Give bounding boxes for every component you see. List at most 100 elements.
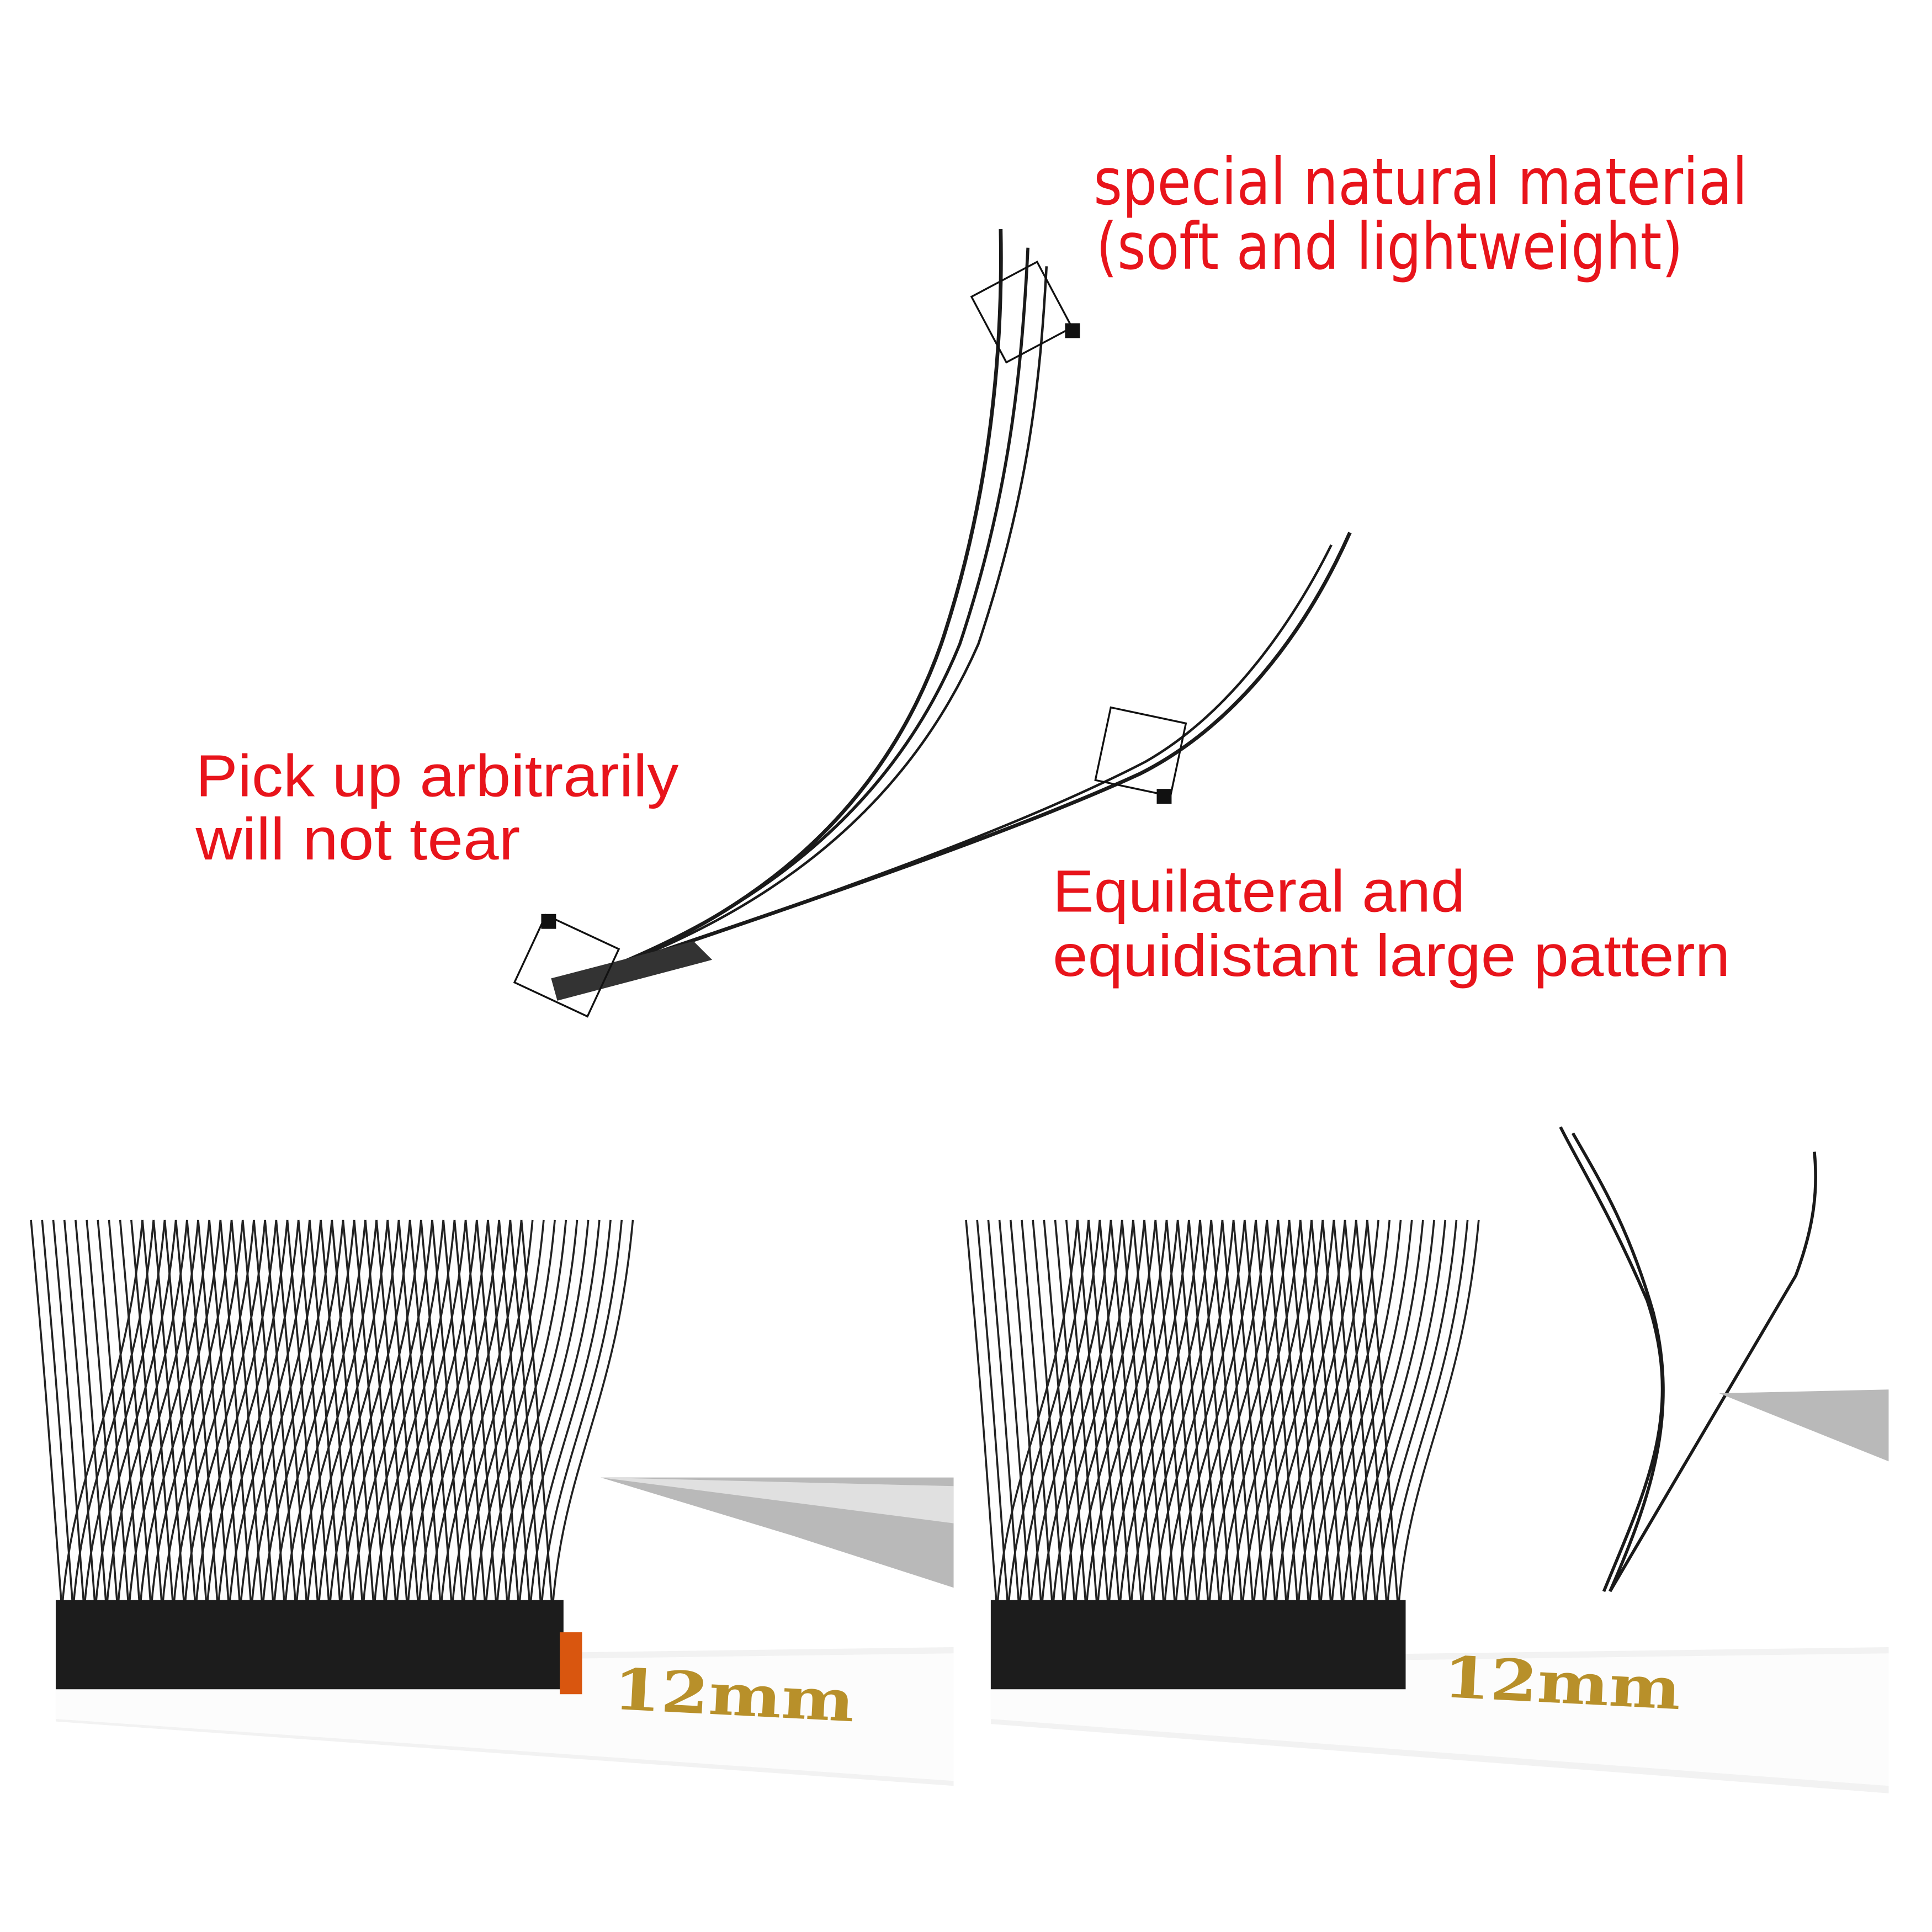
lash-strand (562, 247, 1029, 986)
lash-strand (309, 1219, 342, 1610)
lash-strand (353, 1219, 386, 1610)
lash-strand (197, 1219, 230, 1610)
lash-strand (1244, 1219, 1277, 1610)
lash-strand (130, 1219, 163, 1610)
lash-strand (375, 1219, 408, 1610)
lash-row-right (965, 1219, 1480, 1610)
lash-strand (408, 1219, 442, 1610)
lash-strand (1065, 1219, 1098, 1610)
lash-strand (230, 1219, 264, 1610)
lash-strand (386, 1219, 420, 1610)
lash-strand (987, 1219, 1021, 1610)
tweezers-right (1719, 1389, 1889, 1462)
lash-strand (185, 1219, 219, 1610)
lash-strand (1321, 1219, 1355, 1610)
length-label-right: 12mm (1442, 1644, 1683, 1723)
lash-strand (1043, 1219, 1076, 1610)
lash-strand (453, 1219, 487, 1610)
lash-strand (320, 1219, 353, 1610)
lash-strand (297, 1219, 331, 1610)
caption-material-line2: (soft and lightweight) (1096, 209, 1683, 284)
lash-strand (364, 1219, 397, 1610)
right-lash-tray-photo: 12mm (965, 1126, 1889, 1793)
lash-strand (1255, 1219, 1288, 1610)
lash-strand (241, 1219, 275, 1610)
lash-strand (464, 1219, 498, 1610)
lash-strand (509, 1219, 543, 1610)
caption-pickup-line1: Pick up arbitrarily (195, 743, 678, 809)
lash-strand (563, 544, 1333, 986)
lash-strand (563, 266, 1048, 986)
lash-strand (475, 1219, 509, 1610)
lash-strand (1154, 1219, 1188, 1610)
lash-strand (420, 1219, 453, 1610)
lash-strand (1266, 1219, 1299, 1610)
lash-strand (174, 1219, 208, 1610)
lash-strand (1221, 1219, 1255, 1610)
caption-pickup-line2: will not tear (195, 806, 520, 872)
lash-strand (253, 1219, 286, 1610)
lash-strand (1199, 1219, 1232, 1610)
lash-strand (431, 1219, 464, 1610)
lash-strand (342, 1219, 375, 1610)
lash-strand (1277, 1219, 1310, 1610)
lash-strand (1288, 1219, 1321, 1610)
lash-strand (1210, 1219, 1244, 1610)
lash-strip-end-left (560, 1632, 582, 1695)
lash-strand (1009, 1219, 1043, 1610)
lash-strand (1344, 1219, 1377, 1610)
lash-strand (108, 1219, 141, 1610)
lash-strand (520, 1219, 554, 1610)
lash-strand (163, 1219, 197, 1610)
length-label-left: 12mm (612, 1656, 856, 1735)
lash-strand (498, 1219, 532, 1610)
lash-strand (86, 1219, 119, 1610)
lash-strand (275, 1219, 309, 1610)
lash-strand (965, 1219, 998, 1610)
lash-strand (1188, 1219, 1221, 1610)
lash-strand (1310, 1219, 1344, 1610)
lash-strand (41, 1219, 75, 1610)
lash-strip-left (55, 1600, 564, 1690)
lash-strand (1232, 1219, 1266, 1610)
lash-strand (30, 1219, 63, 1610)
lash-strand (1333, 1219, 1366, 1610)
lash-strand (331, 1219, 364, 1610)
lash-strand (152, 1219, 186, 1610)
callout-box-tip (970, 261, 1080, 364)
lash-strand (1143, 1219, 1176, 1610)
lash-strand (63, 1219, 97, 1610)
lash-strand (1165, 1219, 1199, 1610)
caption-material-line1: special natural material (1094, 145, 1748, 220)
single-lash-fan (551, 229, 1352, 1001)
lash-strand (487, 1219, 520, 1610)
lash-strand (1121, 1219, 1154, 1610)
lash-strand (208, 1219, 242, 1610)
lash-strand (1087, 1219, 1121, 1610)
picked-lash-fan (1559, 1126, 1817, 1593)
caption-pattern-line1: Equilateral and (1053, 858, 1465, 924)
lash-strand (264, 1219, 298, 1610)
lash-strip-right (990, 1600, 1406, 1690)
lash-strand (442, 1219, 476, 1610)
lash-strand (286, 1219, 320, 1610)
lash-base (551, 941, 713, 1001)
lash-strand (1054, 1219, 1087, 1610)
lash-strand (52, 1219, 86, 1610)
lash-strand (1355, 1219, 1388, 1610)
lash-row-left (30, 1219, 634, 1610)
lash-strand (119, 1219, 152, 1610)
lash-strand (1299, 1219, 1333, 1610)
lash-strand (97, 1219, 130, 1610)
lash-strand (551, 1219, 634, 1610)
callout-box-base (513, 914, 620, 1018)
lash-strand (219, 1219, 253, 1610)
lash-strand (976, 1219, 1010, 1610)
lash-strand (1076, 1219, 1110, 1610)
lash-strand (1021, 1219, 1054, 1610)
lash-strand (1110, 1219, 1143, 1610)
lash-strand (397, 1219, 431, 1610)
lash-strand (75, 1219, 108, 1610)
lash-strand (1366, 1219, 1399, 1610)
